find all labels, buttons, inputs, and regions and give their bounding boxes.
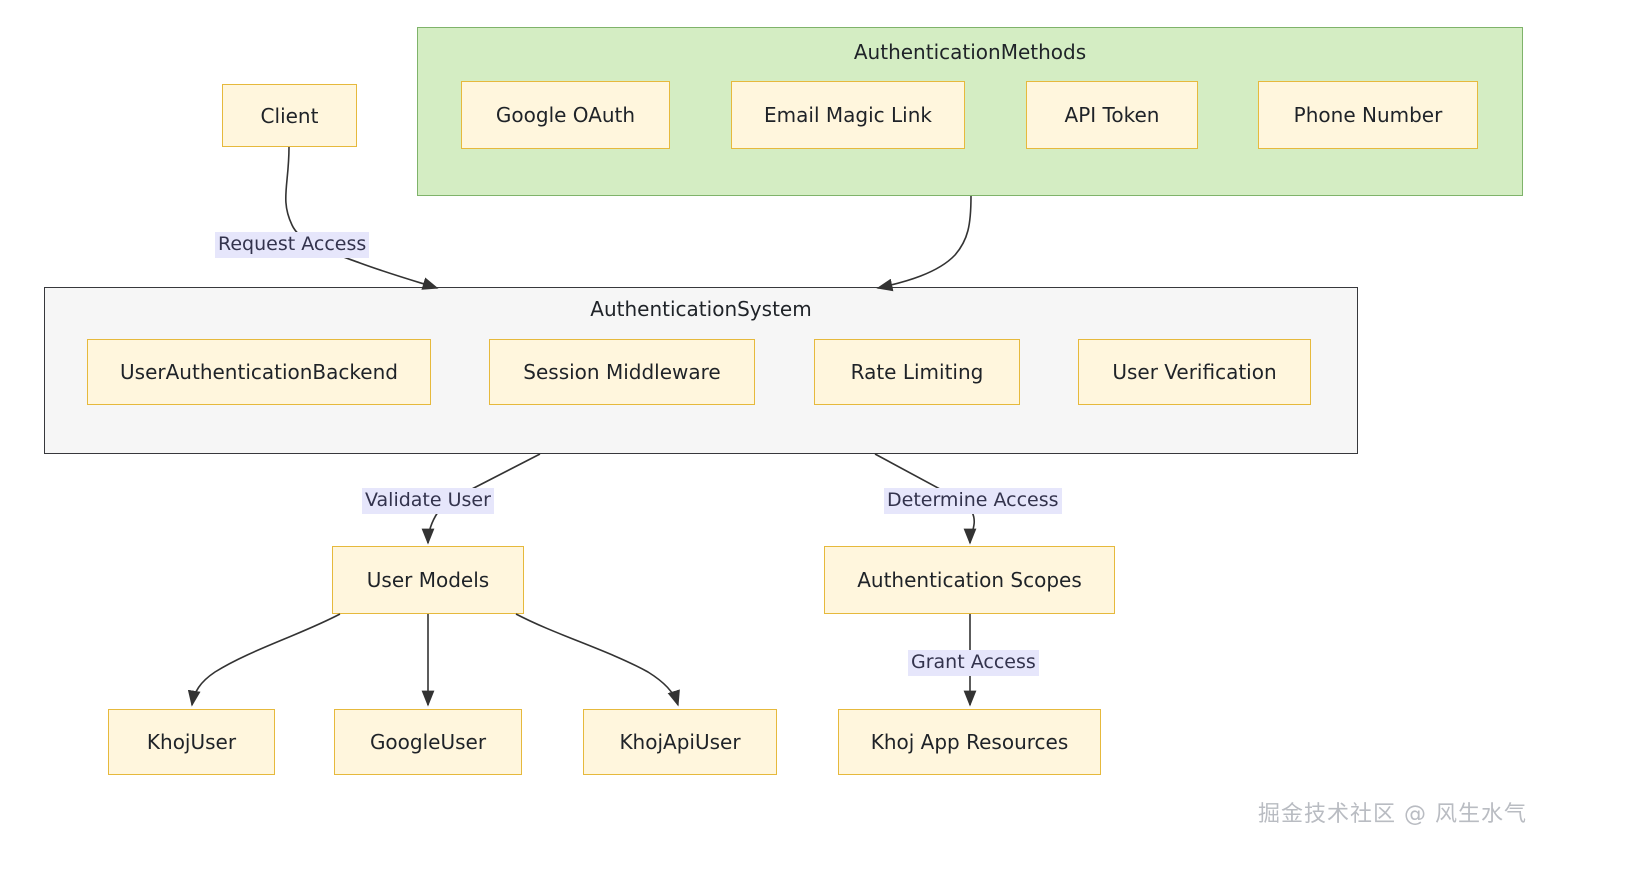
node-email-magic-link[interactable]: Email Magic Link: [731, 81, 965, 149]
node-google-user[interactable]: GoogleUser: [334, 709, 522, 775]
edge-user-models-to-khoj-api-user: [515, 613, 680, 707]
edge-label-grant-access: Grant Access: [908, 650, 1039, 676]
node-khoj-api-user[interactable]: KhojApiUser: [583, 709, 777, 775]
edge-user-models-to-khoj-user: [187, 613, 341, 707]
edge-client-to-system: [284, 146, 439, 290]
node-khoj-user[interactable]: KhojUser: [108, 709, 275, 775]
node-session-middleware[interactable]: Session Middleware: [489, 339, 755, 405]
edge-label-validate-user: Validate User: [362, 488, 494, 514]
edge-methods-to-system: [876, 195, 972, 292]
node-api-token[interactable]: API Token: [1026, 81, 1198, 149]
node-user-authentication-backend[interactable]: UserAuthenticationBackend: [87, 339, 431, 405]
cluster-authentication-methods-title: AuthenticationMethods: [853, 40, 1087, 64]
node-rate-limiting[interactable]: Rate Limiting: [814, 339, 1020, 405]
node-phone-number[interactable]: Phone Number: [1258, 81, 1478, 149]
node-client[interactable]: Client: [222, 84, 357, 147]
node-authentication-scopes[interactable]: Authentication Scopes: [824, 546, 1115, 614]
node-khoj-app-resources[interactable]: Khoj App Resources: [838, 709, 1101, 775]
node-user-models[interactable]: User Models: [332, 546, 524, 614]
watermark: 掘金技术社区 @ 风生水气: [1258, 802, 1527, 827]
node-google-oauth[interactable]: Google OAuth: [461, 81, 670, 149]
node-user-verification[interactable]: User Verification: [1078, 339, 1311, 405]
edge-label-determine-access: Determine Access: [884, 488, 1062, 514]
cluster-authentication-system-title: AuthenticationSystem: [590, 297, 812, 321]
edge-label-request-access: Request Access: [215, 232, 370, 258]
